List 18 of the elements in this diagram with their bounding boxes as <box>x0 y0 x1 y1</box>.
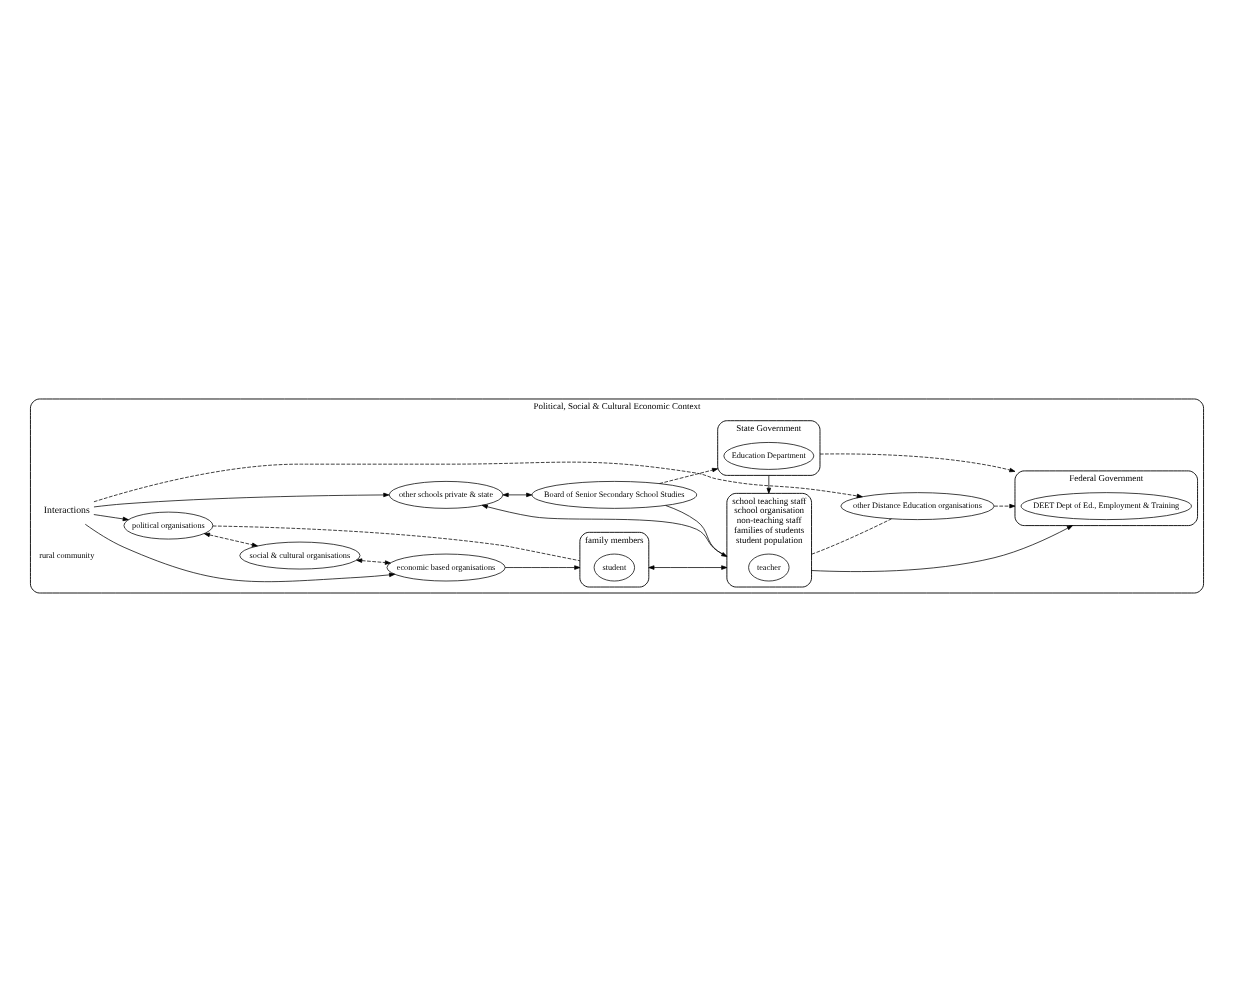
arrow <box>993 503 1016 509</box>
arrow <box>93 514 129 522</box>
arrow <box>84 523 396 583</box>
arrow <box>93 461 863 503</box>
arrow <box>502 492 533 498</box>
arrow <box>356 558 391 565</box>
connector <box>212 525 581 562</box>
arrow <box>811 525 1073 572</box>
arrow <box>504 565 581 570</box>
arrow <box>665 505 728 557</box>
arrow <box>203 532 258 547</box>
arrow <box>481 504 728 557</box>
connector <box>811 518 892 555</box>
arrow <box>93 492 390 508</box>
arrow <box>648 565 728 570</box>
arrow <box>819 453 1016 473</box>
arrow <box>659 467 719 484</box>
arrow <box>766 475 772 494</box>
